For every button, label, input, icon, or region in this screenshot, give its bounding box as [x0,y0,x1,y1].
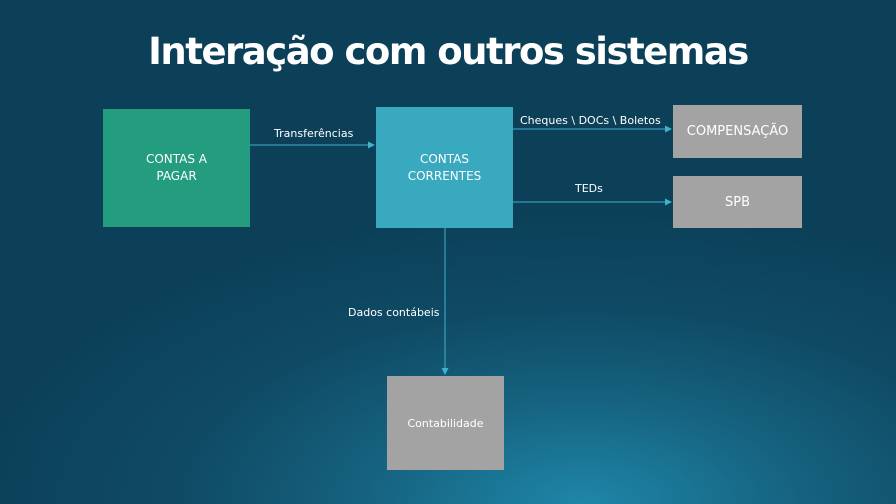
edge-label-dados-contabeis: Dados contábeis [348,306,440,319]
node-contabilidade: Contabilidade [387,376,504,470]
node-contabilidade-label: Contabilidade [407,416,484,430]
node-contas-correntes: CONTAS CORRENTES [376,107,513,228]
edge-label-teds: TEDs [575,182,603,195]
node-spb: SPB [673,176,802,228]
node-contas-a-pagar: CONTAS A PAGAR [103,109,250,227]
node-compensacao: COMPENSAÇÃO [673,105,802,158]
slide-title: Interação com outros sistemas [148,30,749,73]
edge-label-cheques: Cheques \ DOCs \ Boletos [520,114,661,127]
node-contas-correntes-label: CONTAS CORRENTES [407,151,482,183]
node-spb-label: SPB [724,194,750,210]
node-contas-a-pagar-label: CONTAS A PAGAR [145,152,208,183]
edge-label-transferencias: Transferências [274,127,354,140]
node-compensacao-label: COMPENSAÇÃO [686,124,789,139]
